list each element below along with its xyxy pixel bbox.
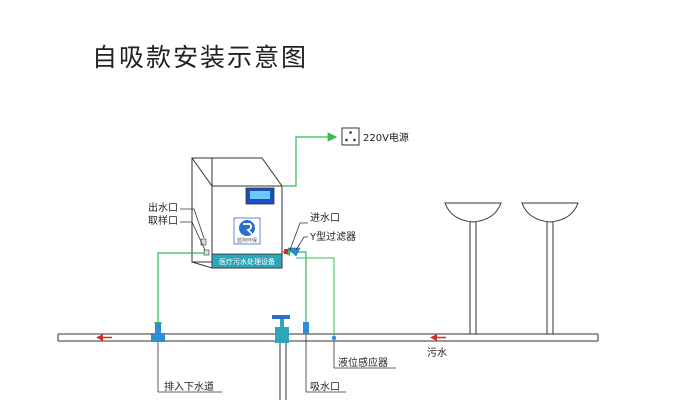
main-pipe [57,333,599,342]
y-filter-icon [284,247,301,257]
svg-text:取样口: 取样口 [148,214,178,227]
drain-connector [151,323,165,342]
logo-text: 蓝阿环保 [237,237,257,244]
svg-text:出水口: 出水口 [148,201,178,214]
flow-arrow-sewage [430,334,446,341]
suction-connector [303,322,309,334]
svg-text:吸水口: 吸水口 [310,381,340,393]
label-sewage: 污水 [427,347,447,359]
suction-pipe [282,248,307,326]
svg-text:污水: 污水 [427,347,447,359]
power-line [282,132,338,187]
label-inlet: 进水口 [289,212,340,251]
sample-port-valve [200,238,207,246]
sink-left [444,202,502,334]
page-title: 自吸款安装示意图 [92,43,309,72]
treatment-machine: 医疗污水处理设备 蓝阿环保 [191,157,283,269]
svg-text:液位感应器: 液位感应器 [338,356,388,369]
svg-text:进水口: 进水口 [310,212,340,224]
level-sensor-line [296,257,337,341]
display-screen [250,191,270,199]
svg-text:220V电源: 220V电源 [363,131,409,144]
sink-right [521,202,579,334]
outlet-pipe [154,252,205,330]
label-y-filter: Y型过滤器 [295,230,356,251]
label-power: 220V电源 [363,131,409,144]
power-socket-icon [341,127,360,146]
machine-panel-label: 医疗污水处理设备 [219,257,275,266]
label-sample-port: 取样口 [148,214,206,251]
label-outlet: 出水口 [148,201,205,239]
label-suction-port: 吸水口 [305,334,346,393]
ball-valve-icon [272,315,290,400]
label-level-sensor: 液位感应器 [333,341,396,369]
svg-text:排入下水道: 排入下水道 [164,380,214,393]
flow-arrow-left [96,334,112,341]
label-drain: 排入下水道 [157,342,222,393]
svg-text:Y型过滤器: Y型过滤器 [309,230,356,243]
